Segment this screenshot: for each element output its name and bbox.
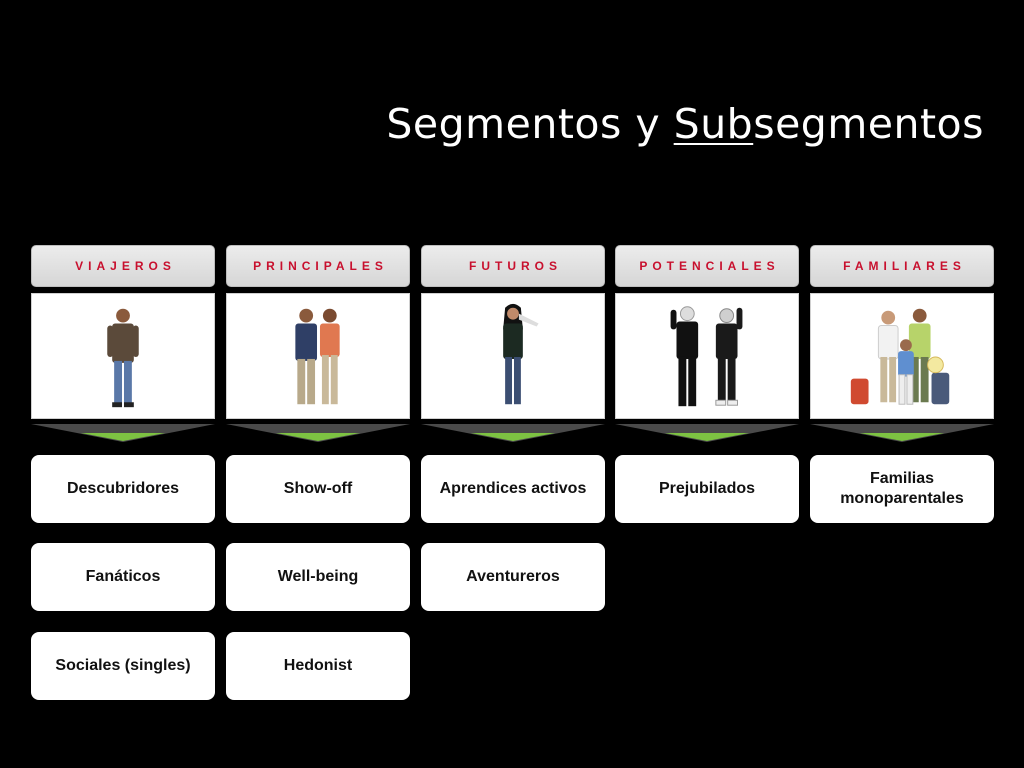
chevron-down-icon xyxy=(421,424,605,442)
subsegment-box: Aventureros xyxy=(421,543,605,611)
segment-header: FUTUROS xyxy=(421,245,605,287)
single-traveler-photo xyxy=(31,293,215,419)
couple-photo xyxy=(226,293,410,419)
subsegment-box: Show-off xyxy=(226,455,410,523)
young-woman-photo xyxy=(421,293,605,419)
senior-couple-photo xyxy=(615,293,799,419)
segment-header: VIAJEROS xyxy=(31,245,215,287)
chevron-down-icon xyxy=(31,424,215,442)
title-part-2: segmentos xyxy=(753,100,984,148)
segment-header: FAMILIARES xyxy=(810,245,994,287)
segment-header: POTENCIALES xyxy=(615,245,799,287)
chevron-down-icon xyxy=(810,424,994,442)
segment-header: PRINCIPALES xyxy=(226,245,410,287)
subsegment-box: Well-being xyxy=(226,543,410,611)
family-with-luggage-photo xyxy=(810,293,994,419)
subsegment-box: Hedonist xyxy=(226,632,410,700)
title-part-1: Segmentos y xyxy=(386,100,674,148)
subsegment-box: Descubridores xyxy=(31,455,215,523)
subsegment-box: Prejubilados xyxy=(615,455,799,523)
chevron-down-icon xyxy=(226,424,410,442)
subsegment-box: Aprendices activos xyxy=(421,455,605,523)
title-underlined: Sub xyxy=(673,100,754,148)
chevron-down-icon xyxy=(615,424,799,442)
slide-title: Segmentos y Subsegmentos xyxy=(386,100,984,148)
subsegment-box: Fanáticos xyxy=(31,543,215,611)
subsegment-box: Sociales (singles) xyxy=(31,632,215,700)
subsegment-box: Familias monoparentales xyxy=(810,455,994,523)
